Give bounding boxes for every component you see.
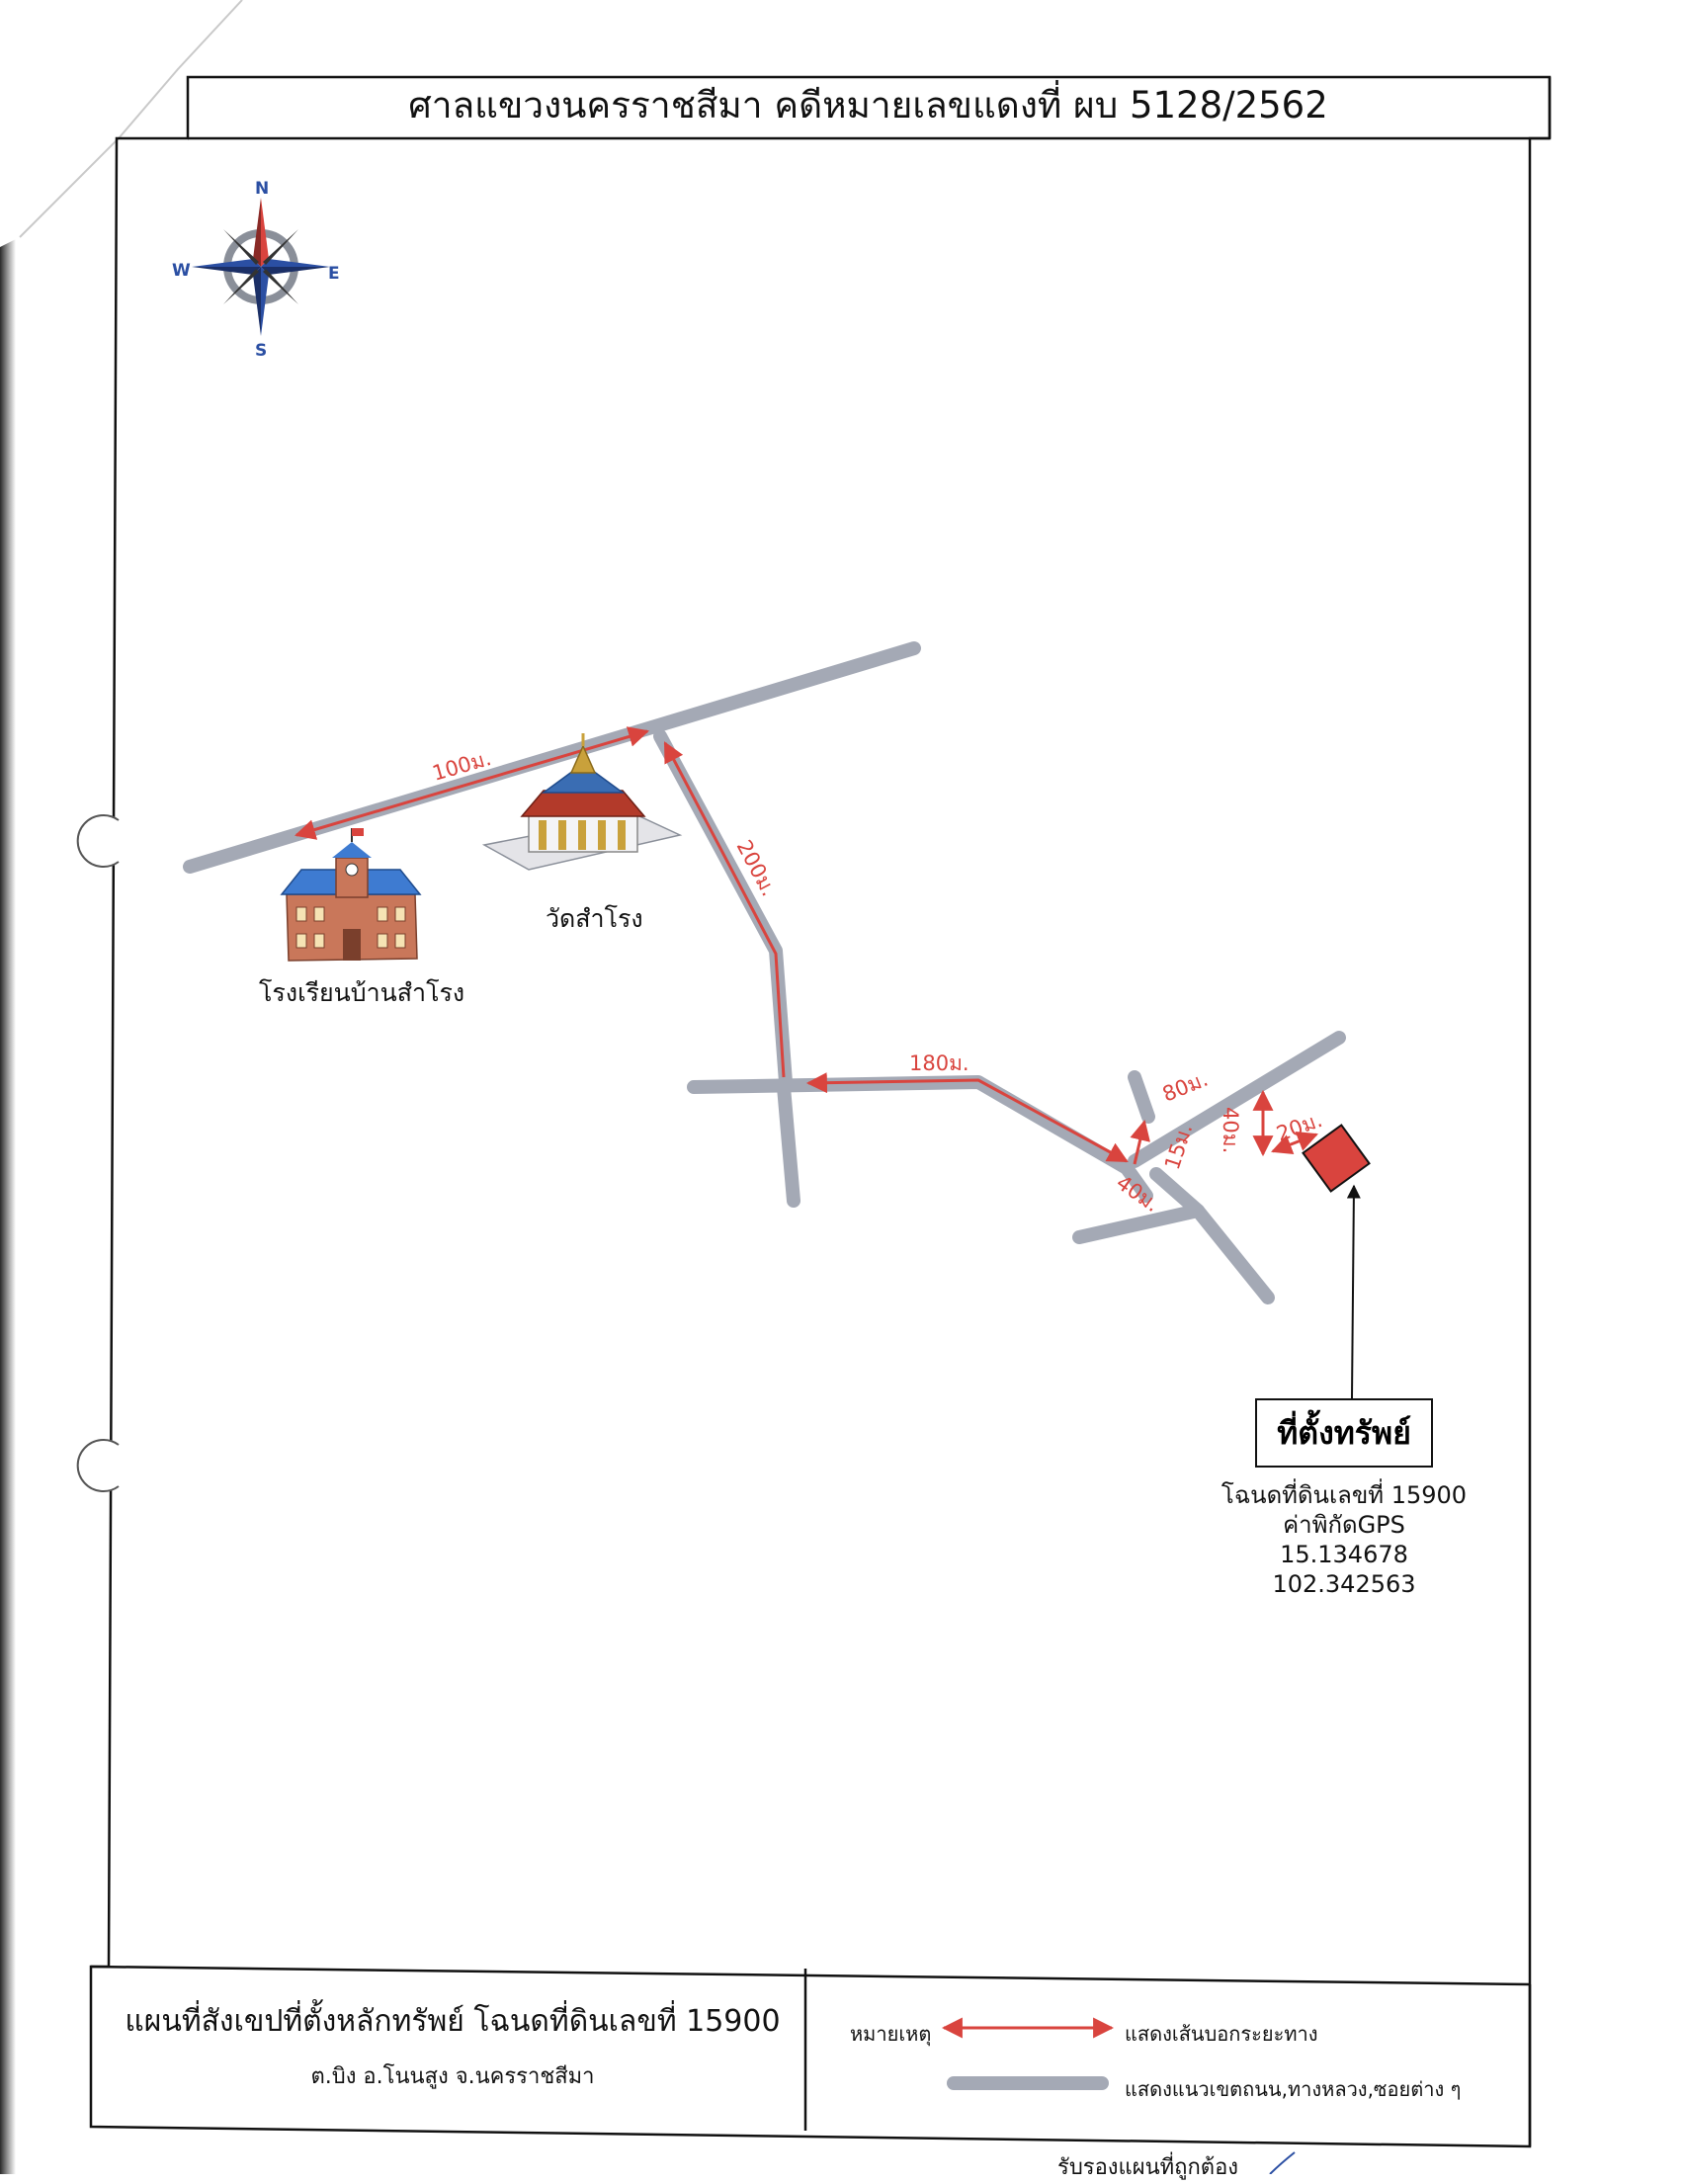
binding-hole-top <box>76 814 120 868</box>
temple-label: วัดสำโรง <box>546 904 643 933</box>
road-right-branch <box>1128 1031 1346 1168</box>
binding-hole-bottom <box>76 1439 120 1492</box>
compass-south-label: S <box>255 341 267 361</box>
legend-arrow-text: แสดงเส้นบอกระยะทาง <box>1125 2022 1318 2046</box>
compass-north-label: N <box>255 179 269 199</box>
legend-label: หมายเหตุ <box>850 2022 932 2046</box>
road-lower-branch <box>1072 1204 1275 1304</box>
signature-mark <box>1269 2151 1296 2174</box>
distance-arrows <box>294 726 1318 1165</box>
deed-number: โฉนดที่ดินเลขที่ 15900 <box>1221 1481 1468 1509</box>
document-border <box>89 75 1552 2148</box>
arrow-180 <box>805 1072 1129 1163</box>
distance-label-80: 80ม. <box>1159 1067 1212 1107</box>
property-marker <box>1302 1124 1371 1193</box>
property-pointer-arrow <box>1346 1184 1361 1399</box>
footer-subtitle: ต.บิง อ.โนนสูง จ.นครราชสีมา <box>310 2064 595 2089</box>
compass-west-label: W <box>172 261 191 281</box>
property-label: ที่ตั้งทรัพย์ <box>1277 1413 1411 1452</box>
distance-label-15: 15ม. <box>1160 1121 1197 1172</box>
arrow-15 <box>1130 1119 1150 1165</box>
temple-building-icon <box>481 733 683 871</box>
road-cross-horizontal <box>687 1075 1153 1203</box>
arrow-200 <box>663 741 786 1078</box>
school-label: โรงเรียนบ้านสำโรง <box>259 978 465 1007</box>
road-cross-vertical <box>777 1080 800 1208</box>
arrow-20 <box>1271 1132 1318 1154</box>
compass-east-label: E <box>328 264 340 284</box>
distance-label-40-right: 40ม. <box>1219 1107 1242 1153</box>
road-right-spur <box>1128 1070 1155 1124</box>
certification-note: รับรองแผนที่ถูกต้อง <box>1057 2155 1239 2180</box>
school-building-icon <box>280 828 422 962</box>
gps-label: ค่าพิกัดGPS <box>1283 1511 1405 1539</box>
gps-longitude: 102.342563 <box>1272 1570 1416 1598</box>
torn-corner-edge <box>19 0 243 238</box>
arrow-100 <box>294 726 650 840</box>
compass-rose: N S E W <box>172 179 340 361</box>
road-to-junction <box>653 729 793 1089</box>
footer-title: แผนที่สังเขปที่ตั้งหลักทรัพย์ โฉนดที่ดิน… <box>125 2004 781 2039</box>
page-edge-shadow <box>0 0 16 2174</box>
gps-latitude: 15.134678 <box>1280 1541 1408 1568</box>
torn-corner <box>0 0 242 247</box>
distance-label-180: 180ม. <box>909 1051 969 1075</box>
property-details: โฉนดที่ดินเลขที่ 15900 ค่าพิกัดGPS 15.13… <box>1181 1480 1507 1599</box>
header-title: ศาลแขวงนครราชสีมา คดีหมายเลขแดงที่ ผบ 51… <box>408 84 1328 126</box>
property-label-box: ที่ตั้งทรัพย์ <box>1255 1398 1433 1468</box>
road-lower-link <box>1149 1167 1205 1218</box>
legend-road-text: แสดงแนวเขตถนน,ทางหลวง,ซอยต่าง ๆ <box>1125 2077 1462 2101</box>
